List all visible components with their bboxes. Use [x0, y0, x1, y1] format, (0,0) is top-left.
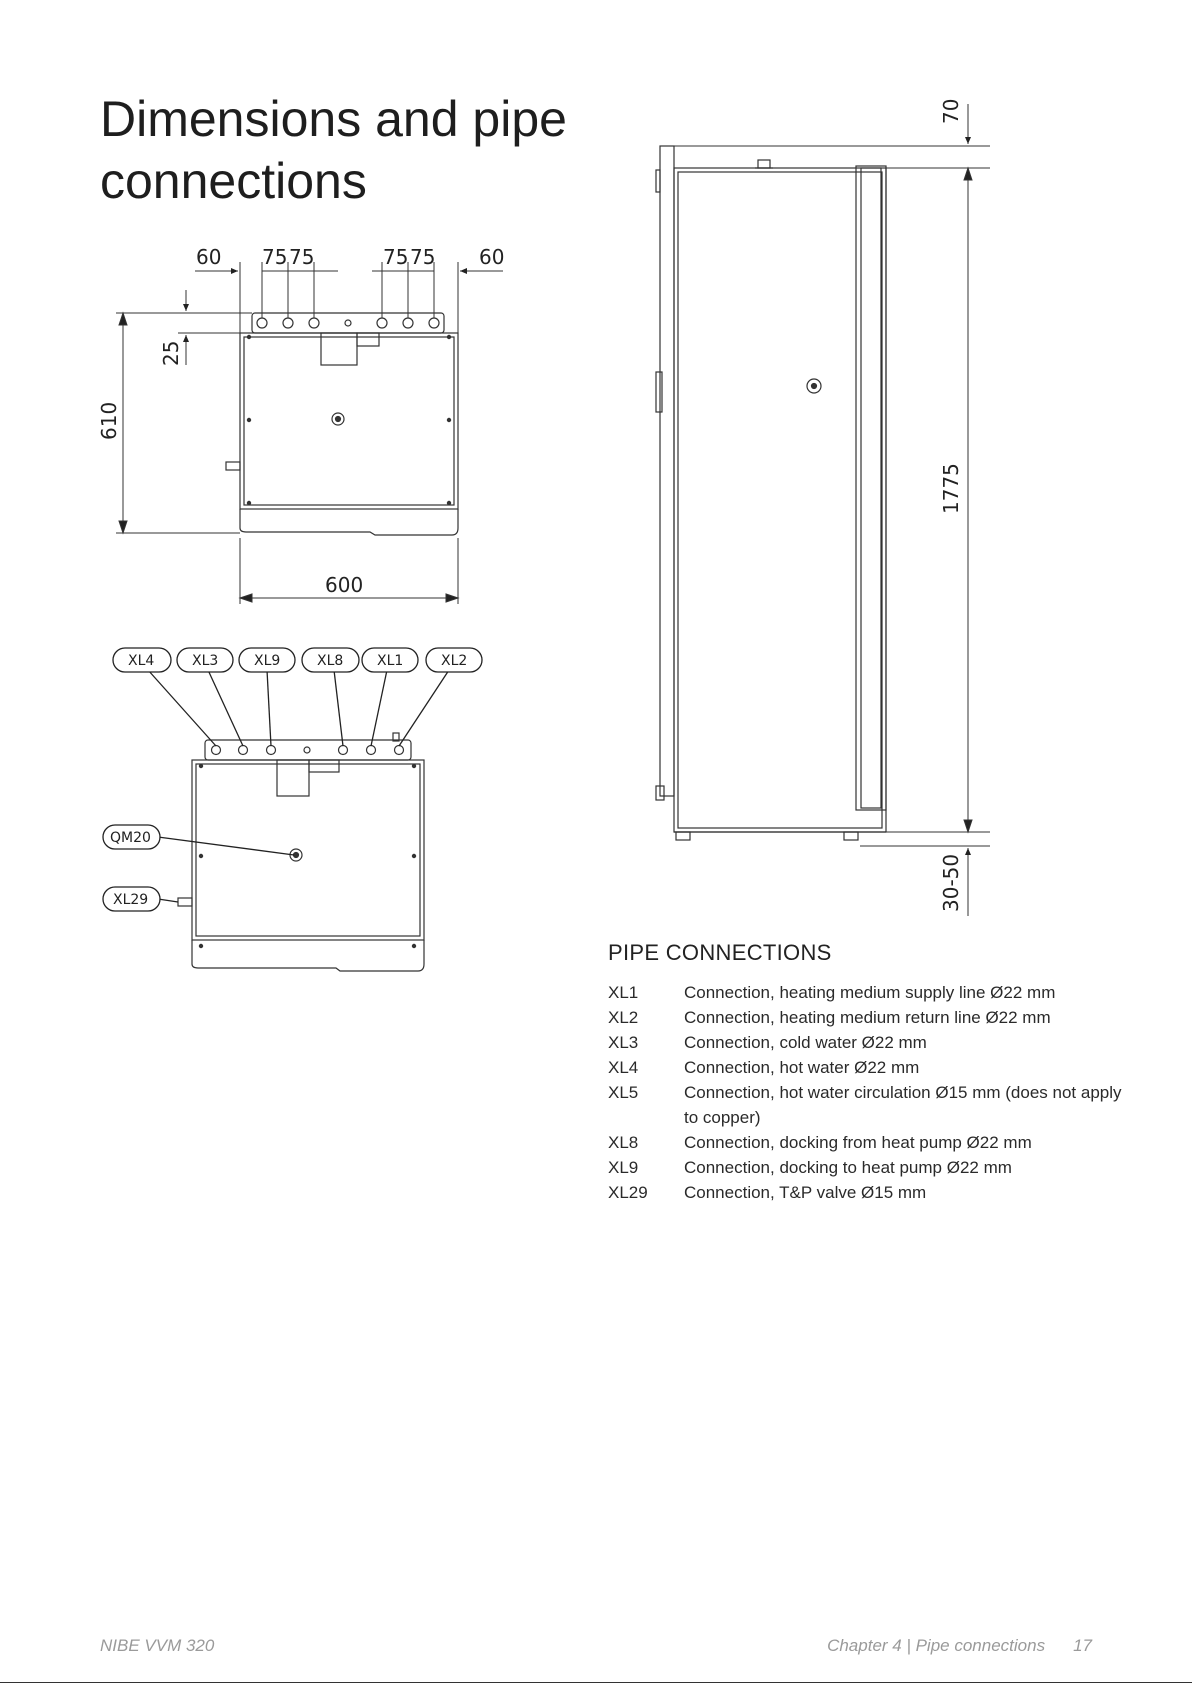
side-view-dimension-lines [660, 104, 990, 916]
dim-label: 75 [383, 245, 408, 269]
connection-description: Connection, heating medium supply line Ø… [684, 983, 1056, 1002]
tag-xl29: XL29 [113, 892, 148, 908]
footer-product: NIBE VVM 320 [100, 1636, 215, 1655]
connection-leader-lines [147, 669, 450, 903]
connection-code: XL8 [608, 1133, 639, 1152]
dim-label: 60 [479, 245, 504, 269]
list-item: XL2 Connection, heating medium return li… [608, 1005, 1128, 1030]
connection-view-drawing [177, 732, 425, 972]
footer-chapter-info: Chapter 4 | Pipe connections 17 [827, 1636, 1092, 1656]
list-item: XL5 Connection, hot water circulation Ø1… [608, 1080, 1128, 1130]
connection-description: Connection, docking from heat pump Ø22 m… [684, 1133, 1032, 1152]
top-view-pipe-ports [256, 317, 440, 329]
dim-label: 600 [325, 573, 363, 597]
connection-code: XL2 [608, 1008, 639, 1027]
top-view-dimension-lines [116, 262, 503, 604]
list-item: XL1 Connection, heating medium supply li… [608, 980, 1128, 1005]
tag-xl8: XL8 [317, 653, 343, 669]
tag-xl2: XL2 [441, 653, 467, 669]
dim-label: 70 [939, 99, 963, 124]
list-item: XL29 Connection, T&P valve Ø15 mm [608, 1180, 1128, 1205]
tag-xl3: XL3 [192, 653, 218, 669]
page-title: Dimensions and pipe connections [100, 91, 567, 209]
list-item: XL4 Connection, hot water Ø22 mm [608, 1055, 1128, 1080]
side-view-drawing [655, 145, 887, 841]
tag-xl1: XL1 [377, 653, 403, 669]
dim-label: 75 [410, 245, 435, 269]
connection-code: XL3 [608, 1033, 639, 1052]
top-view-dimension-labels: 60 75 75 75 75 60 25 610 600 [97, 245, 504, 597]
dim-label: 75 [262, 245, 287, 269]
side-view-dimension-labels: 70 1775 30-50 [939, 99, 963, 912]
list-item: XL9 Connection, docking to heat pump Ø22… [608, 1155, 1128, 1180]
dim-label: 610 [97, 402, 121, 440]
dim-label: 25 [159, 341, 183, 366]
tag-xl9: XL9 [254, 653, 280, 669]
list-item: XL3 Connection, cold water Ø22 mm [608, 1030, 1128, 1055]
top-view-drawing [225, 312, 459, 536]
connection-description: Connection, cold water Ø22 mm [684, 1033, 927, 1052]
tag-qm20: QM20 [110, 830, 151, 846]
list-item: XL8 Connection, docking from heat pump Ø… [608, 1130, 1128, 1155]
tag-xl4: XL4 [128, 653, 154, 669]
connection-code: XL9 [608, 1158, 639, 1177]
connection-code: XL1 [608, 983, 639, 1002]
dim-label: 75 [289, 245, 314, 269]
connection-description: Connection, heating medium return line Ø… [684, 1008, 1051, 1027]
connection-description: Connection, T&P valve Ø15 mm [684, 1183, 927, 1202]
bottom-divider [0, 1682, 1192, 1683]
pipe-connections-list: XL1 Connection, heating medium supply li… [608, 980, 1128, 1205]
connection-tags [102, 647, 483, 912]
footer-chapter: Chapter 4 | Pipe connections [827, 1636, 1046, 1655]
dim-label: 60 [196, 245, 221, 269]
connection-description: Connection, docking to heat pump Ø22 mm [684, 1158, 1012, 1177]
connection-description: Connection, hot water Ø22 mm [684, 1058, 920, 1077]
connection-description: Connection, hot water circulation Ø15 mm… [684, 1083, 1122, 1127]
pipe-connections-heading: PIPE CONNECTIONS [608, 940, 832, 965]
page-number: 17 [1073, 1636, 1092, 1655]
dim-label: 1775 [939, 463, 963, 514]
connection-code: XL29 [608, 1183, 648, 1202]
connection-code: XL5 [608, 1083, 639, 1102]
connection-tag-labels: XL4 XL3 XL9 XL8 XL1 XL2 QM20 XL29 [110, 653, 467, 908]
connection-code: XL4 [608, 1058, 639, 1077]
dim-label: 30-50 [939, 854, 963, 912]
